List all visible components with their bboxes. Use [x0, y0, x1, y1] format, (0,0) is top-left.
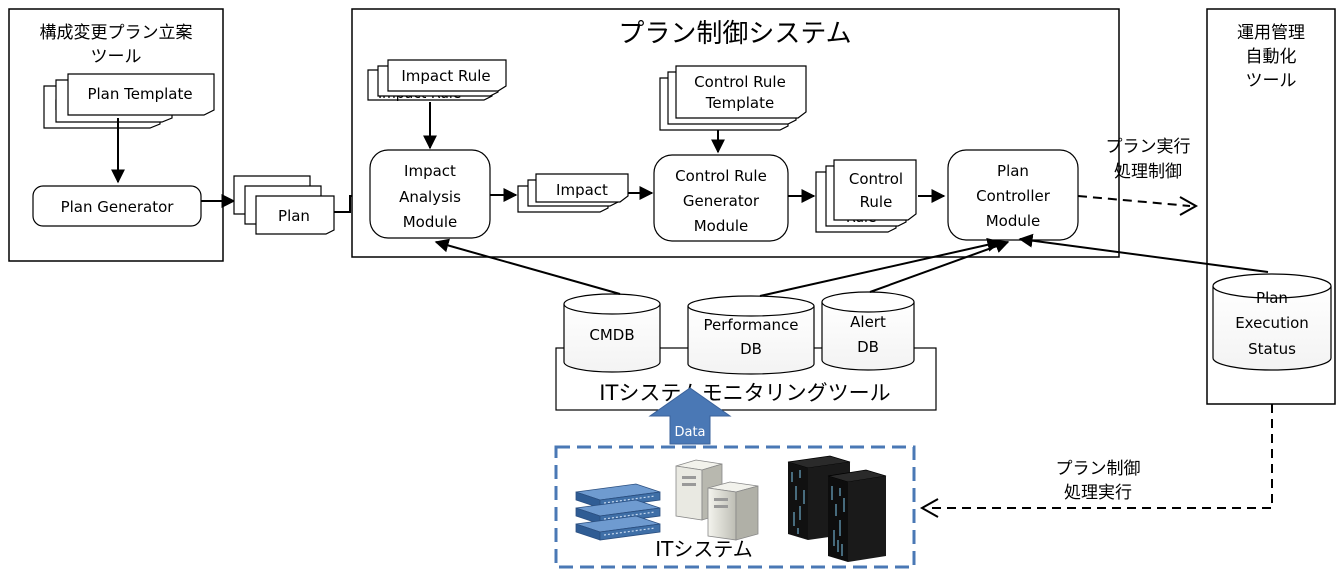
control-rule-documents: Rule Control Rule: [815, 159, 917, 233]
data-flow-arrow: Data: [648, 387, 732, 445]
control-rule-label-line2: Rule: [860, 193, 893, 211]
control-gen-label-line2: Generator: [683, 192, 760, 210]
tower-server-icon: [675, 459, 759, 541]
perf-to-controller-arrow: [759, 237, 1002, 297]
cmdb-to-impact-arrow: [434, 238, 621, 295]
it-system-frame: ITシステム: [554, 445, 916, 569]
impact-document-label: Impact: [556, 181, 608, 199]
cmdb-label: CMDB: [589, 326, 634, 344]
performance-database: Performance DB: [687, 295, 815, 375]
plan-template-label: Plan Template: [87, 85, 192, 103]
exec-control-label-line2: 処理制御: [1114, 162, 1182, 182]
plan-drafting-tool-title: 構成変更プラン立案: [40, 23, 193, 43]
cmdb-database: CMDB: [563, 293, 661, 373]
plan-document-label: Plan: [278, 207, 310, 225]
plan-generator-label: Plan Generator: [61, 198, 175, 216]
control-gen-label: Control Rule: [675, 167, 767, 185]
alert-db-label: Alert: [850, 313, 886, 331]
performance-db-label-line2: DB: [740, 340, 762, 358]
alert-database: Alert DB: [821, 291, 915, 371]
plan-generator-module: Plan Generator: [32, 185, 202, 227]
impact-analysis-label-line3: Module: [403, 213, 458, 231]
status-db-label-line2: Execution: [1235, 314, 1309, 332]
control-rule-generator-module: Control Rule Generator Module: [653, 154, 789, 242]
plan-documents: Plan: [233, 175, 335, 235]
control-exec-label: プラン制御: [1056, 459, 1141, 479]
plan-drafting-tool-title-line2: ツール: [91, 47, 142, 67]
impact-analysis-label-line2: Analysis: [399, 188, 461, 206]
impact-documents: Impact: [517, 173, 629, 213]
plan-template-document: P Plan Template: [43, 73, 215, 129]
exec-control-arrowhead: [1179, 196, 1199, 216]
data-arrow-label: Data: [674, 425, 705, 440]
ops-tool-title: 運用管理: [1237, 23, 1305, 43]
control-rule-template-label: Control Rule: [694, 73, 786, 91]
status-db-label: Plan: [1256, 289, 1288, 307]
plan-controller-label-line3: Module: [986, 212, 1041, 230]
network-switch-icon: [575, 483, 661, 541]
exec-control-dashed-arrow: [1077, 195, 1191, 207]
ops-tool-title-line2: 自動化: [1246, 47, 1297, 67]
impact-analysis-module: Impact Analysis Module: [369, 149, 491, 239]
plan-execution-status-db: Plan Execution Status: [1212, 273, 1332, 371]
plan-control-system-title: プラン制御システム: [618, 19, 851, 49]
control-gen-label-line3: Module: [694, 217, 749, 235]
ops-tool-title-line3: ツール: [1246, 71, 1297, 91]
control-rule-label: Control: [849, 170, 903, 188]
impact-rule-documents: Impact Rule Impact Rule: [367, 59, 507, 102]
status-to-controller-arrow: [1018, 233, 1269, 273]
performance-db-label: Performance: [703, 316, 798, 334]
impact-rule-label: Impact Rule: [401, 67, 490, 85]
it-system-label: ITシステム: [655, 537, 753, 561]
exec-control-label: プラン実行: [1106, 137, 1191, 157]
plan-controller-module: Plan Controller Module: [947, 149, 1079, 241]
control-exec-dashed-arrow: [930, 404, 1273, 509]
status-db-label-line3: Status: [1248, 340, 1296, 358]
monitoring-tool-title: ITシステムモニタリングツール: [599, 381, 890, 405]
control-exec-arrowhead: [919, 498, 939, 518]
plan-controller-label: Plan: [997, 162, 1029, 180]
control-rule-template-documents: Control Rule Template: [659, 65, 807, 131]
control-rule-template-label-line2: Template: [705, 94, 774, 112]
plan-controller-label-line2: Controller: [976, 187, 1051, 205]
impact-analysis-label: Impact: [404, 162, 456, 180]
alert-db-label-line2: DB: [857, 338, 879, 356]
control-exec-label-line2: 処理実行: [1064, 483, 1132, 503]
rack-server-icon: [787, 455, 887, 562]
alert-to-controller-arrow: [869, 239, 1010, 293]
